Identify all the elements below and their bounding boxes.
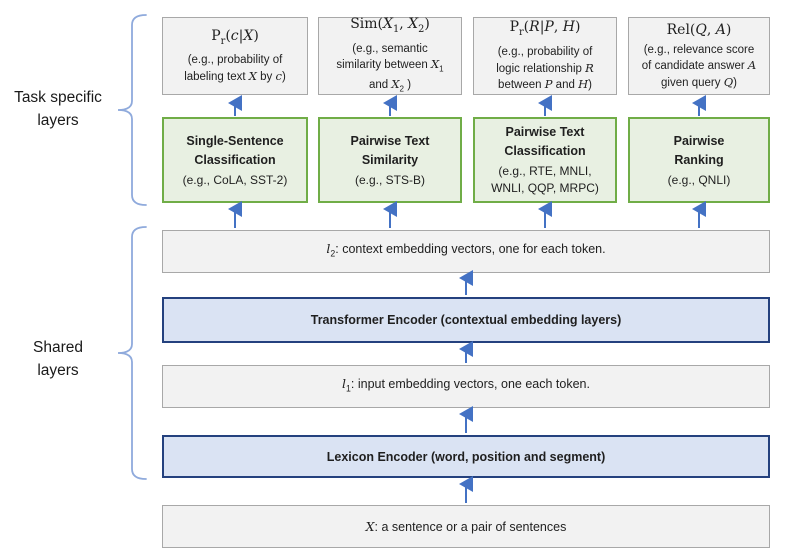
l2-label: l2: context embedding vectors, one for e… [326, 241, 606, 259]
task-examples: (e.g., QNLI) [667, 172, 731, 187]
output-formula: Rel(Q, A) [666, 21, 732, 38]
l2-context-embedding-box: l2: context embedding vectors, one for e… [162, 230, 770, 273]
brace-task-specific-layers [117, 14, 147, 206]
task-examples: (e.g., STS-B) [354, 172, 425, 187]
lexicon-encoder-box: Lexicon Encoder (word, position and segm… [162, 435, 770, 478]
l1-label: l1: input embedding vectors, one each to… [342, 376, 590, 394]
output-formula: Pr(R|P, H) [509, 19, 581, 39]
l1-input-embedding-box: l1: input embedding vectors, one each to… [162, 365, 770, 408]
transformer-encoder-label: Transformer Encoder (contextual embeddin… [310, 313, 622, 327]
lexicon-encoder-label: Lexicon Encoder (word, position and segm… [326, 449, 606, 464]
task-examples: (e.g., CoLA, SST-2) [182, 172, 288, 187]
input-sentence-box: X: a sentence or a pair of sentences [162, 505, 770, 548]
transformer-encoder-box: Transformer Encoder (contextual embeddin… [162, 297, 770, 343]
task-examples: (e.g., RTE, MNLI,WNLI, QQP, MRPC) [491, 164, 599, 195]
brace-shared-layers [117, 226, 147, 480]
input-sentence-label: X: a sentence or a pair of sentences [365, 518, 567, 534]
output-formula: Sim(X1, X2) [350, 16, 430, 35]
output-formula: Pr(c|X) [211, 27, 259, 47]
